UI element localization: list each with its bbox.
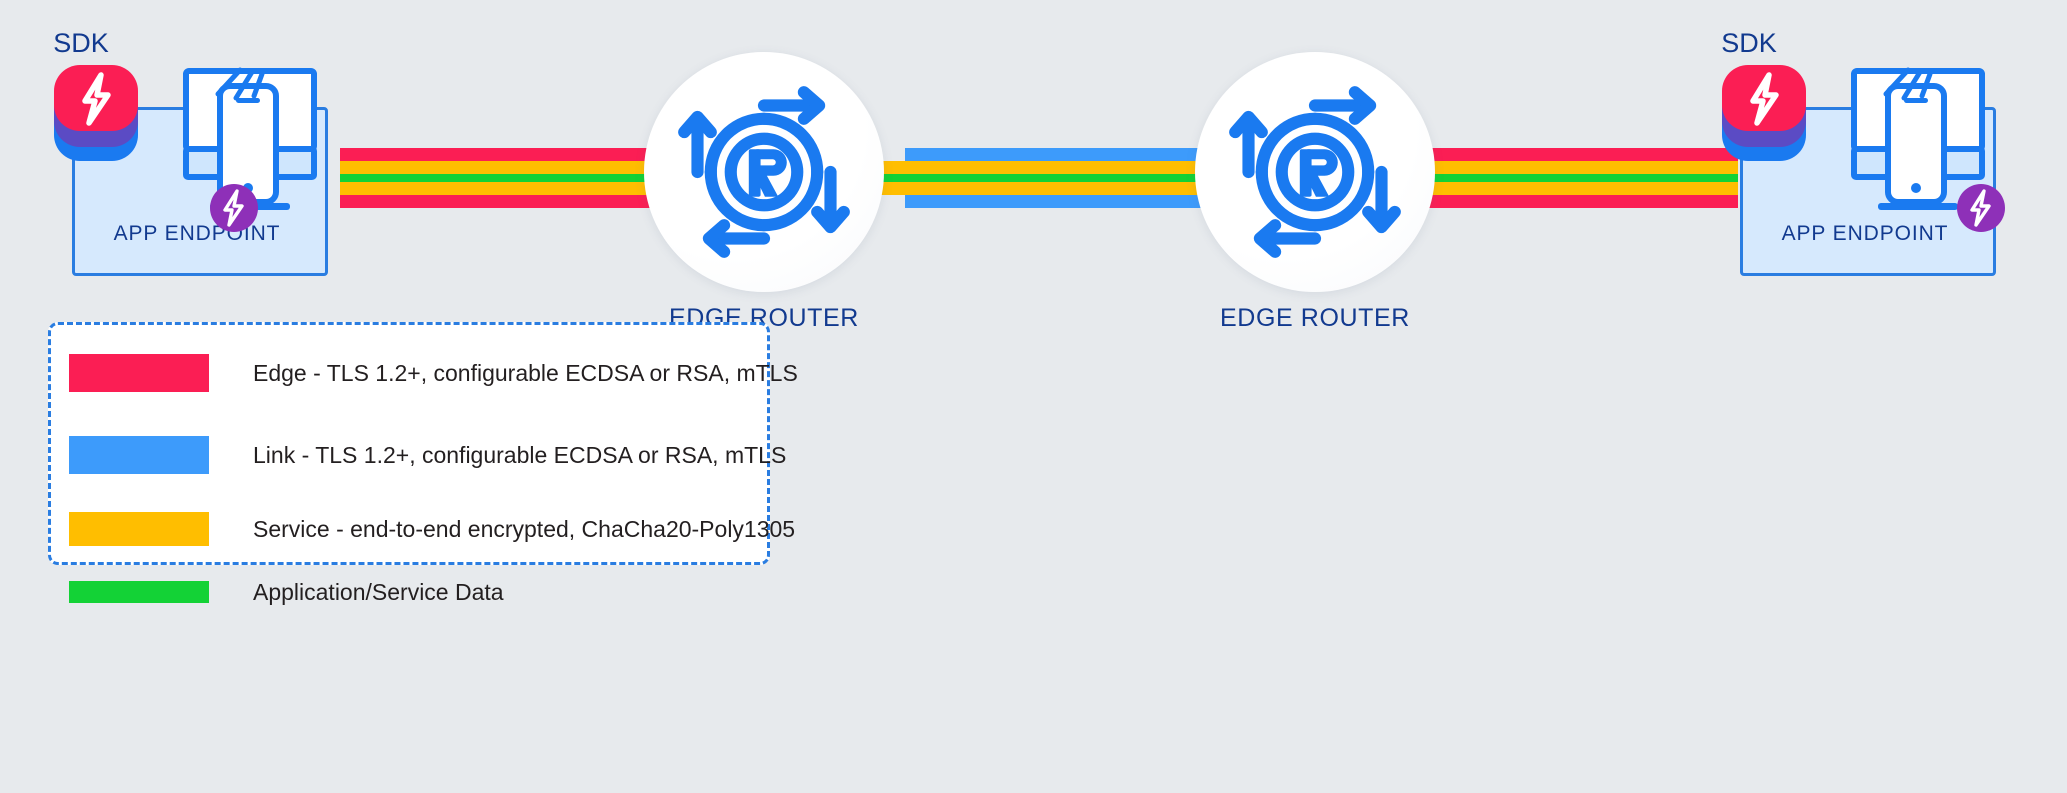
stripe-link-top xyxy=(905,148,1235,163)
legend-label-edge: Edge - TLS 1.2+, configurable ECDSA or R… xyxy=(253,359,798,386)
stripe-edge-right-top xyxy=(1400,148,1738,163)
edge-router-icon xyxy=(678,86,850,258)
legend-item-service: Service - end-to-end encrypted, ChaCha20… xyxy=(69,507,795,551)
legend-item-edge: Edge - TLS 1.2+, configurable ECDSA or R… xyxy=(69,351,798,395)
legend-label-link: Link - TLS 1.2+, configurable ECDSA or R… xyxy=(253,441,787,468)
stripe-link-bottom xyxy=(905,193,1235,208)
edge-router-left[interactable]: EDGE ROUTER xyxy=(644,52,884,332)
stripe-edge-right-bottom xyxy=(1400,193,1738,208)
legend-swatch-edge xyxy=(69,354,209,392)
router-letter-r xyxy=(748,149,787,197)
edge-router-icon xyxy=(1229,86,1401,258)
app-endpoint-left-label: APP ENDPOINT xyxy=(113,222,281,245)
router-letter-r xyxy=(1299,149,1338,197)
legend-swatch-data xyxy=(69,581,209,603)
legend-label-service: Service - end-to-end encrypted, ChaCha20… xyxy=(253,515,796,542)
legend-label-data: Application/Service Data xyxy=(253,578,504,605)
sdk-label-left: SDK xyxy=(53,28,109,58)
ziti-lightning-badge-icon[interactable] xyxy=(208,182,260,234)
legend-swatch-link xyxy=(69,436,209,474)
stripe-edge-left-bottom xyxy=(340,193,656,208)
signal-lines-icon xyxy=(215,67,265,101)
legend-item-data: Application/Service Data xyxy=(69,570,504,614)
app-endpoint-right-label: APP ENDPOINT xyxy=(1781,222,1949,245)
signal-lines-icon xyxy=(1883,67,1933,101)
sdk-lightning-stack-icon xyxy=(54,65,138,161)
edge-router-right[interactable]: EDGE ROUTER xyxy=(1195,52,1435,332)
legend-panel: Edge - TLS 1.2+, configurable ECDSA or R… xyxy=(48,322,798,605)
legend-item-link: Link - TLS 1.2+, configurable ECDSA or R… xyxy=(69,433,786,477)
edge-router-right-label: EDGE ROUTER xyxy=(1220,304,1410,332)
stripe-service-bottom-overlay xyxy=(340,182,1738,195)
mobile-phone-icon xyxy=(1885,83,1947,205)
stripe-service-top-overlay xyxy=(340,161,1738,174)
sdk-label-right: SDK xyxy=(1721,28,1777,58)
legend-swatch-service xyxy=(69,512,209,546)
stripe-edge-left-top xyxy=(340,148,656,163)
ziti-lightning-badge-icon[interactable] xyxy=(1955,182,2007,234)
sdk-lightning-stack-icon xyxy=(1722,65,1806,161)
